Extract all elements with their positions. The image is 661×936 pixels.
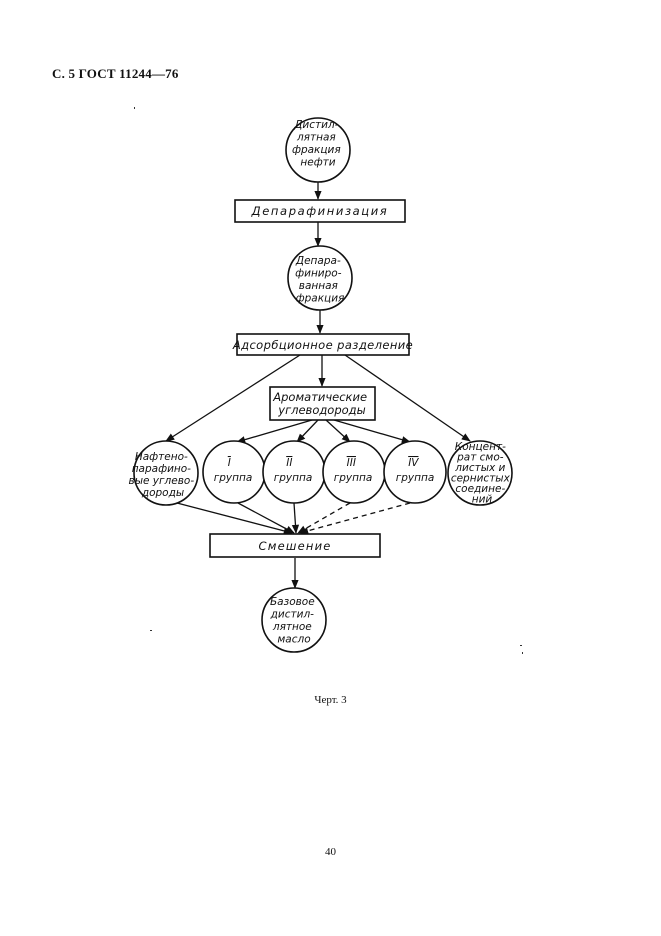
node-naphtheno-label: Нафтено- парафино- вые углево- дороды bbox=[129, 451, 198, 499]
box-aromatics bbox=[269, 386, 376, 421]
connectors bbox=[165, 182, 471, 589]
arrow-group3-to-mixing bbox=[297, 502, 351, 534]
node-dewaxed bbox=[287, 245, 353, 311]
node-start-label: Дистил- лятная фракция нефти bbox=[292, 119, 344, 169]
arrow-adsorption-to-naphtheno bbox=[165, 354, 301, 442]
scan-speck bbox=[134, 107, 135, 109]
box-mixing bbox=[209, 533, 381, 558]
node-result bbox=[261, 587, 327, 653]
box-adsorption-label: Адсорбционное разделение bbox=[232, 338, 413, 352]
box-dewaxing bbox=[234, 199, 406, 223]
node-start bbox=[285, 117, 351, 183]
arrow-group2-to-mixing bbox=[291, 502, 300, 534]
node-group1-label: I группа bbox=[214, 457, 253, 484]
node-dewaxed-label: Депара- финиро- ванная фракция bbox=[295, 255, 345, 305]
node-group2-label: II группа bbox=[274, 457, 313, 484]
scan-speck bbox=[520, 645, 522, 646]
node-group4-label: IV группа bbox=[396, 457, 435, 484]
arrow-aromatics-to-group2 bbox=[296, 419, 319, 443]
page-number: 40 bbox=[325, 846, 336, 858]
arrow-naphtheno-to-mixing bbox=[176, 502, 293, 535]
box-dewaxing-label: Депарафинизация bbox=[251, 204, 389, 218]
node-result-label: Базовое дистил- лятное масло bbox=[270, 596, 318, 646]
arrow-group4-to-mixing bbox=[299, 502, 411, 535]
arrow-aromatics-to-group1 bbox=[236, 419, 313, 444]
figure-caption: Черт. 3 bbox=[314, 694, 347, 706]
box-mixing-label: Смешение bbox=[258, 539, 331, 553]
arrow-adsorption-to-resins bbox=[344, 354, 471, 442]
node-group3-label: III группа bbox=[334, 457, 373, 484]
box-aromatics-label: Ароматические углеводороды bbox=[272, 390, 370, 417]
node-group4 bbox=[383, 440, 447, 504]
page-header: С. 5 ГОСТ 11244—76 bbox=[52, 66, 179, 81]
node-resins-label: Концент- рат смо- листых и сернистых сое… bbox=[451, 441, 513, 506]
node-naphtheno bbox=[133, 440, 199, 506]
scan-speck bbox=[522, 652, 523, 654]
box-adsorption bbox=[236, 333, 410, 356]
arrow-aromatics-to-group4 bbox=[333, 419, 411, 444]
node-resins bbox=[447, 440, 513, 506]
nodes bbox=[133, 117, 513, 653]
arrow-group1-to-mixing bbox=[237, 502, 295, 534]
scan-speck bbox=[150, 630, 152, 631]
arrow-aromatics-to-group3 bbox=[325, 419, 351, 443]
